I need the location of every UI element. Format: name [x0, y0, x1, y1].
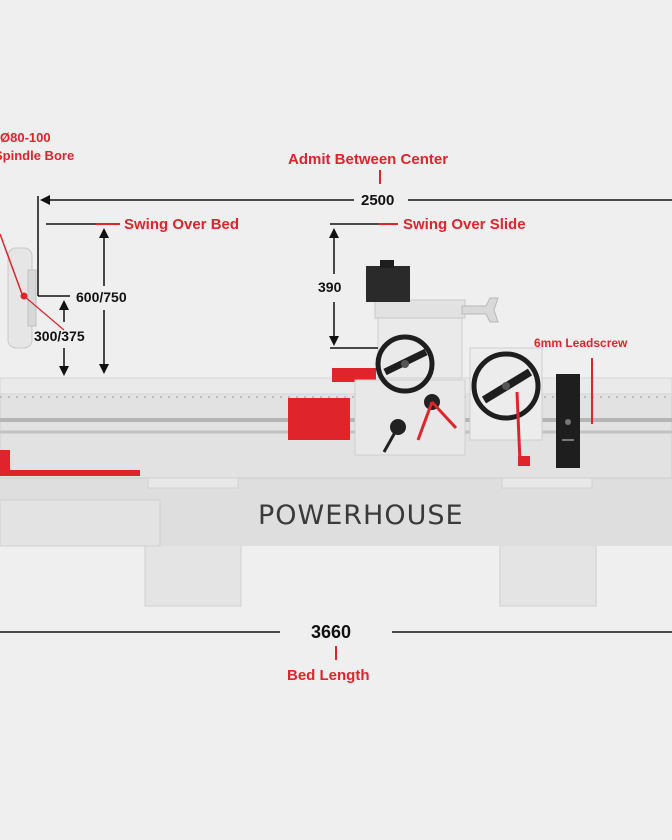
- carriage-red-base: [288, 398, 350, 440]
- chuck-face: [27, 269, 37, 327]
- right-leg: [499, 539, 597, 607]
- carriage-red-top: [332, 368, 376, 382]
- tool-post-top: [380, 260, 394, 268]
- dimension-lines: [0, 170, 672, 660]
- tool-post: [366, 266, 410, 302]
- cross-slide-handwheel: [375, 334, 435, 394]
- swing-over-bed-label: Swing Over Bed: [124, 216, 240, 233]
- compound-slide: [374, 299, 466, 319]
- stand-side-panel: [0, 499, 161, 547]
- red-rail-bottom: [0, 470, 140, 476]
- bed-length-label: Bed Length: [287, 667, 370, 684]
- red-rail-left: [0, 450, 10, 470]
- leadscrew-label: 6mm Leadscrew: [534, 336, 628, 350]
- lathe-machine: [0, 247, 672, 607]
- brand-name: POWERHOUSE: [258, 500, 464, 531]
- swing-over-bed-value: 600/750: [76, 289, 127, 305]
- admit-between-center-label: Admit Between Center: [288, 151, 449, 168]
- compound-fork: [461, 297, 499, 323]
- left-leg: [144, 539, 242, 607]
- between-center-value: 2500: [361, 192, 395, 209]
- carriage-handwheel: [471, 351, 541, 421]
- swing-over-slide-label: Swing Over Slide: [403, 216, 526, 233]
- leadscrew-control-panel: [556, 374, 580, 468]
- spindle-bore-leader-2: [23, 295, 65, 331]
- spindle-bore-title: Spindle Bore: [0, 148, 75, 163]
- swing-over-slide-value: 390: [318, 279, 342, 295]
- saddle-right: [469, 347, 543, 441]
- spindle-center-value: 300/375: [34, 328, 85, 344]
- apron-levers: [382, 391, 530, 466]
- spindle-bore-leader: [0, 233, 23, 295]
- bed-length-value: 3660: [311, 622, 352, 642]
- spindle-bore-value: Ø80-100: [0, 130, 51, 145]
